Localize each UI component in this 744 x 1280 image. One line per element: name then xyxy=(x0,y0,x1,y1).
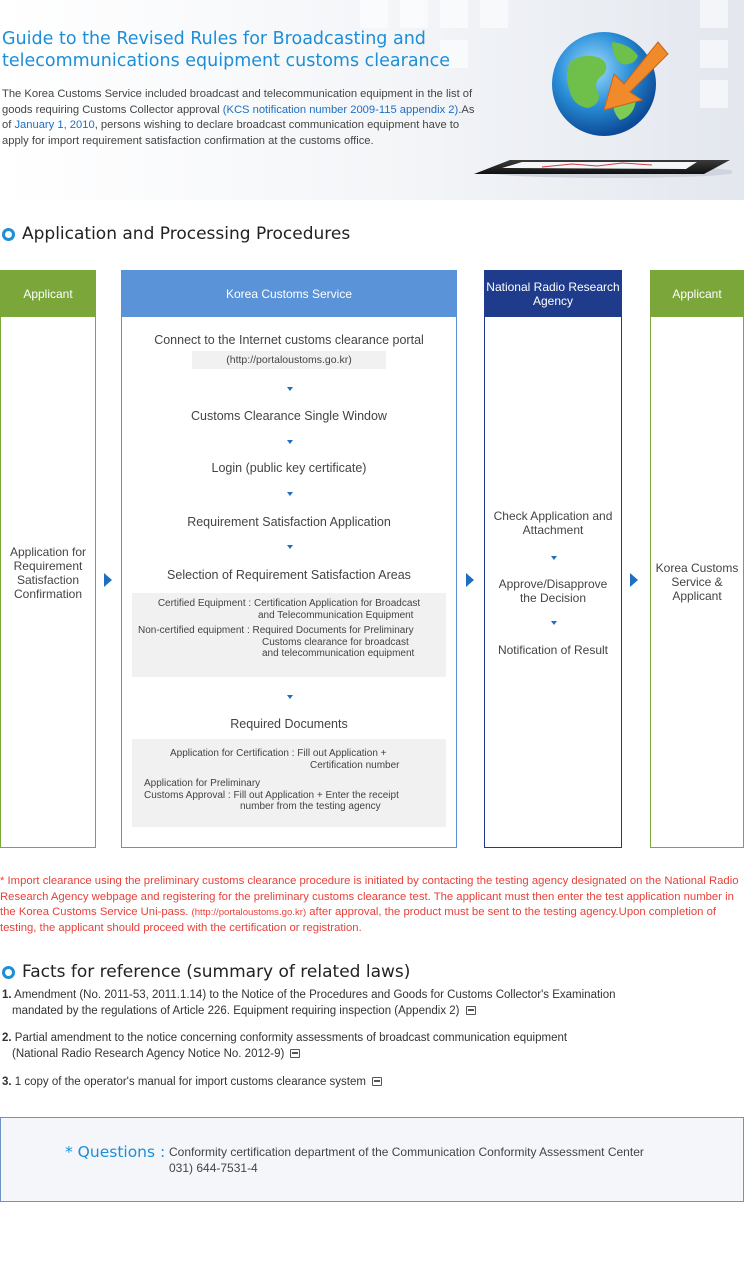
nrra-step-decision: Approve/Disapprove the Decision xyxy=(498,577,608,605)
fact-item: 2. Partial amendment to the notice conce… xyxy=(2,1031,722,1062)
down-arrow-icon xyxy=(287,440,293,444)
kcs-step-application: Requirement Satisfaction Application xyxy=(187,515,391,529)
documents-detail: Application for Certification : Fill out… xyxy=(132,739,446,827)
fact-item: 1. Amendment (No. 2011-53, 2011.1.14) to… xyxy=(2,988,722,1019)
detail-line: Certified Equipment : Certification Appl… xyxy=(157,598,421,609)
bullet-icon xyxy=(2,965,15,979)
down-arrow-icon xyxy=(287,387,293,391)
kcs-step-documents: Required Documents xyxy=(230,717,348,731)
fact-text: 1 copy of the operator's manual for impo… xyxy=(14,1076,366,1088)
kcs-step-login: Login (public key certificate) xyxy=(211,461,367,475)
kcs-step-selection: Selection of Requirement Satisfaction Ar… xyxy=(167,568,411,582)
detail-line: and telecommunication equipment xyxy=(262,648,415,659)
applicant-step: Application for Requirement Satisfaction… xyxy=(9,545,87,601)
fact-text: mandated by the regulations of Article 2… xyxy=(12,1004,460,1017)
globe-icon xyxy=(474,32,737,178)
down-arrow-icon xyxy=(287,695,293,699)
down-arrow-icon xyxy=(287,492,293,496)
detail-line: Application for Certification : Fill out… xyxy=(170,748,387,759)
page-intro: The Korea Customs Service included broad… xyxy=(2,87,476,149)
fact-number: 3. xyxy=(2,1076,12,1088)
document-icon[interactable] xyxy=(290,1048,301,1058)
fact-text: Partial amendment to the notice concerni… xyxy=(14,1032,568,1044)
note-text: * Import clearance using the preliminary… xyxy=(0,875,739,918)
questions-box: * Questions : Conformity certification d… xyxy=(0,1117,744,1202)
header-banner: Guide to the Revised Rules for Broadcast… xyxy=(0,0,744,200)
applicant-result: Korea Customs Service & Applicant xyxy=(655,561,739,603)
detail-line: number from the testing agency xyxy=(240,801,381,812)
contact-department: Conformity certification department of t… xyxy=(169,1145,644,1159)
column-header: National Radio Research Agency xyxy=(485,271,621,317)
selection-detail: Certified Equipment : Certification Appl… xyxy=(132,593,446,677)
portal-url[interactable]: (http://portaloustoms.go.kr) xyxy=(192,351,386,369)
fact-text: (National Radio Research Agency Notice N… xyxy=(12,1047,285,1060)
detail-line: Application for Preliminary xyxy=(144,778,261,789)
kcs-step-single-window: Customs Clearance Single Window xyxy=(191,409,387,423)
flow-arrow-icon xyxy=(630,573,638,587)
questions-contact: Conformity certification department of t… xyxy=(169,1144,644,1176)
section-title: Facts for reference (summary of related … xyxy=(22,962,411,982)
globe-illustration xyxy=(462,22,737,182)
bullet-icon xyxy=(2,227,15,241)
intro-text: .As of xyxy=(2,103,475,132)
flow-arrow-icon xyxy=(104,573,112,587)
arrow-icon xyxy=(603,41,669,111)
column-header: Applicant xyxy=(651,271,743,317)
document-icon[interactable] xyxy=(371,1077,382,1087)
flow-arrow-icon xyxy=(466,573,474,587)
detail-line: Customs clearance for broadcast xyxy=(262,636,409,648)
questions-label: * Questions : xyxy=(65,1143,166,1161)
column-header: Korea Customs Service xyxy=(122,271,456,317)
down-arrow-icon xyxy=(551,621,557,625)
section-heading-facts: Facts for reference (summary of related … xyxy=(2,962,410,982)
intro-text: , persons wishing to declare broadcast c… xyxy=(2,119,460,147)
fact-item: 3. 1 copy of the operator's manual for i… xyxy=(2,1075,722,1091)
kcs-step-portal: Connect to the Internet customs clearanc… xyxy=(154,333,424,347)
nrra-step-notification: Notification of Result xyxy=(497,643,609,657)
preliminary-clearance-note: * Import clearance using the preliminary… xyxy=(0,874,744,936)
fact-text: Amendment (No. 2011-53, 2011.1.14) to th… xyxy=(14,989,616,1001)
detail-line: Certification number xyxy=(310,759,400,771)
page-title: Guide to the Revised Rules for Broadcast… xyxy=(2,29,451,71)
section-title: Application and Processing Procedures xyxy=(22,224,351,244)
intro-text: The Korea Customs Service included broad… xyxy=(2,88,473,116)
down-arrow-icon xyxy=(287,545,293,549)
notification-link[interactable]: (KCS notification number 2009-115 append… xyxy=(222,103,459,116)
unipass-url[interactable]: (http://portaloustoms.go.kr) xyxy=(191,907,307,918)
section-heading-procedures: Application and Processing Procedures xyxy=(2,224,350,244)
fact-number: 2. xyxy=(2,1032,12,1044)
flow-column-kcs: Korea Customs Service Connect to the Int… xyxy=(121,270,457,848)
flow-column-applicant-right: Applicant Korea Customs Service & Applic… xyxy=(650,270,744,848)
detail-line: and Telecommunication Equipment xyxy=(258,609,414,621)
note-text: after approval, the product must be sent… xyxy=(0,906,717,934)
nrra-step-check: Check Application and Attachment xyxy=(493,509,613,537)
detail-line: Customs Approval : Fill out Application … xyxy=(144,789,399,801)
flow-column-applicant-left: Applicant Application for Requirement Sa… xyxy=(0,270,96,848)
effective-date: January 1, 2010 xyxy=(14,119,95,131)
column-header: Applicant xyxy=(1,271,95,317)
document-icon[interactable] xyxy=(465,1005,476,1015)
contact-phone: 031) 644-7531-4 xyxy=(169,1161,258,1175)
flow-column-nrra: National Radio Research Agency Check App… xyxy=(484,270,622,848)
fact-number: 1. xyxy=(2,989,12,1001)
detail-line: Non-certified equipment : Required Docum… xyxy=(138,625,414,636)
down-arrow-icon xyxy=(551,556,557,560)
